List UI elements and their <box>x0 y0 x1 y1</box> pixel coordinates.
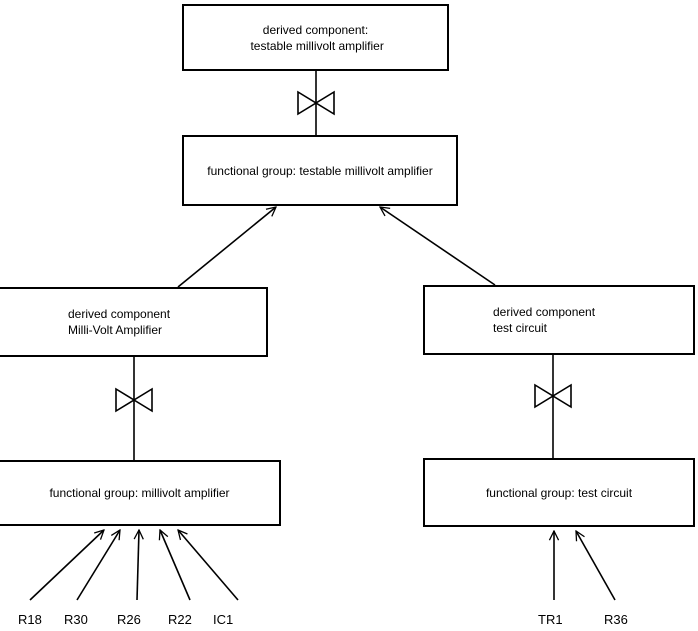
node-label-line-1: derived component <box>493 305 596 319</box>
node-derived-component-test-circuit[interactable]: derived component test circuit <box>423 285 695 355</box>
bowtie-connector-top-left-triangle <box>297 90 318 116</box>
node-label-wrapper: functional group: test circuit <box>425 485 693 501</box>
bowtie-connectors <box>115 90 572 413</box>
generalization-arrows <box>29 207 616 601</box>
node-label-line-2: Milli-Volt Amplifier <box>68 323 163 337</box>
arrow-test-circuit-to-testable <box>380 207 496 286</box>
node-label-wrapper: derived component test circuit <box>425 304 595 336</box>
bowtie-connector-right-right-triangle <box>551 383 572 409</box>
leaf-label-r30: R30 <box>64 612 88 627</box>
leaf-label-ic1: IC1 <box>213 612 234 627</box>
leaf-label-r22: R22 <box>168 612 192 627</box>
node-label-line-2: testable millivolt amplifier <box>247 38 384 53</box>
node-label-line-1: functional group: testable millivolt amp… <box>207 163 433 178</box>
node-derived-component-testable-millivolt-amplifier[interactable]: derived component: testable millivolt am… <box>182 4 449 71</box>
node-label-wrapper: derived component: testable millivolt am… <box>184 22 447 54</box>
node-label-line-2: test circuit <box>493 321 548 335</box>
node-label-line-1: derived component: <box>262 22 369 37</box>
arrow-r36-to-test-circuit <box>576 531 616 601</box>
arrow-millivolt-amplifier-to-testable <box>177 207 276 288</box>
bowtie-connector-left-right-triangle <box>132 387 153 413</box>
node-label-wrapper: functional group: millivolt amplifier <box>0 485 279 501</box>
arrow-ic1-to-millivolt-amplifier <box>178 530 239 601</box>
node-label-line-1: functional group: millivolt amplifier <box>49 486 230 500</box>
node-label-line-1: derived component <box>68 307 171 321</box>
node-label-line-1: functional group: test circuit <box>485 485 633 500</box>
bowtie-connector-left-left-triangle <box>115 387 136 413</box>
bowtie-connector-right-left-triangle <box>534 383 555 409</box>
node-functional-group-testable-millivolt-amplifier[interactable]: functional group: testable millivolt amp… <box>182 135 458 206</box>
arrow-r26-to-millivolt-amplifier <box>137 530 139 601</box>
arrow-r22-to-millivolt-amplifier <box>160 530 191 601</box>
node-functional-group-millivolt-amplifier[interactable]: functional group: millivolt amplifier <box>0 460 281 526</box>
bowtie-connector-top-right-triangle <box>314 90 335 116</box>
leaf-label-r18: R18 <box>18 612 42 627</box>
arrow-r30-to-millivolt-amplifier <box>76 530 120 601</box>
leaf-label-r36: R36 <box>604 612 628 627</box>
connector-lines <box>133 71 554 460</box>
node-label-wrapper: functional group: testable millivolt amp… <box>184 163 456 179</box>
node-functional-group-test-circuit[interactable]: functional group: test circuit <box>423 458 695 527</box>
arrow-r18-to-millivolt-amplifier <box>29 530 104 601</box>
leaf-label-tr1: TR1 <box>538 612 563 627</box>
leaf-label-r26: R26 <box>117 612 141 627</box>
